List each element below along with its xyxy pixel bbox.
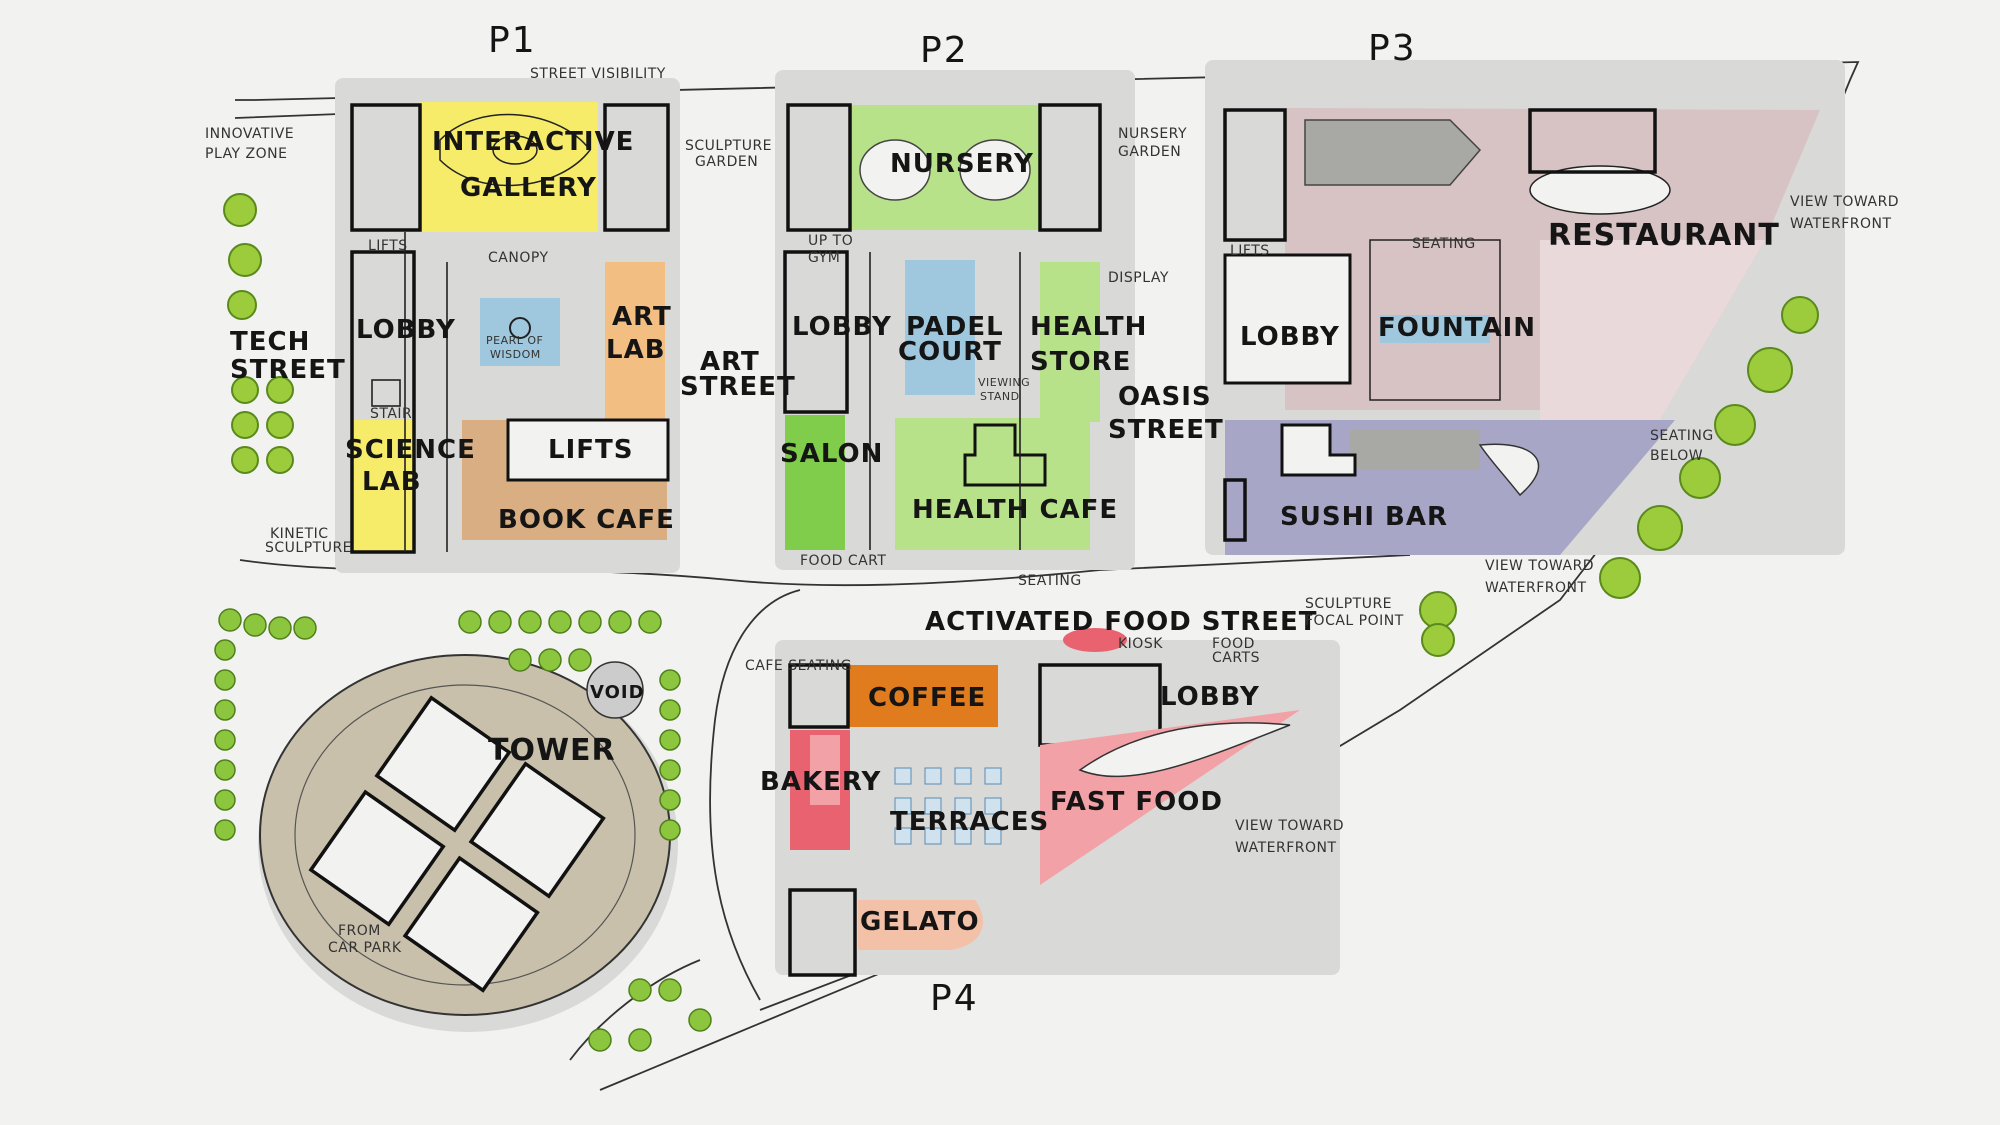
hedges <box>214 608 712 1052</box>
street-visibility-note: STREET VISIBILITY <box>530 66 666 82</box>
view-waterfront-note-3-line-2: WATERFRONT <box>1235 840 1337 856</box>
lifts-note-p1: LIFTS <box>368 238 408 254</box>
lobby-p3-label: LOBBY <box>1240 322 1340 352</box>
gelato-label: GELATO <box>860 907 980 937</box>
sculpture-garden-note-1: SCULPTURE <box>685 138 772 154</box>
stair-note: STAIR <box>370 406 412 422</box>
art-street-label-1: ART <box>700 347 760 377</box>
terrace-grid <box>894 767 1002 845</box>
up-to-gym-note-2: GYM <box>808 250 840 266</box>
innovative-play-zone-note-1: INNOVATIVE <box>205 126 294 142</box>
sculpture-garden-note-2: GARDEN <box>695 154 758 170</box>
tower-plaza <box>259 654 671 1016</box>
tower-label: TOWER <box>488 733 616 768</box>
lifts-label: LIFTS <box>548 435 633 465</box>
cafe-seating-note: CAFE SEATING <box>745 658 852 674</box>
block-p3 <box>1223 108 1820 555</box>
block-p2 <box>783 103 1102 550</box>
kinetic-sculpture-note-1: KINETIC <box>270 526 329 542</box>
tech-street-label-1: TECH <box>230 327 310 357</box>
street-labels: TECH STREET ART STREET OASIS STREET ACTI… <box>230 327 1318 637</box>
lobby-p2-label: LOBBY <box>792 312 892 342</box>
sushi-bar-label: SUSHI BAR <box>1280 502 1448 532</box>
interactive-gallery-label-2: GALLERY <box>460 173 597 203</box>
sculpture-focal-point-note-2: FOCAL POINT <box>1305 613 1404 629</box>
phase-p3-label: P3 <box>1368 28 1417 69</box>
from-car-park-note-2: CAR PARK <box>328 940 402 956</box>
lifts-note-p3: LIFTS <box>1230 243 1270 259</box>
art-lab-label-1: ART <box>612 302 672 332</box>
oasis-street-label-1: OASIS <box>1118 382 1212 412</box>
salon-label: SALON <box>780 439 883 469</box>
phase-p4-label: P4 <box>930 978 979 1019</box>
nursery-label: NURSERY <box>890 149 1034 179</box>
viewing-stand-note-1: VIEWING <box>978 376 1030 389</box>
viewing-stand-note-2: STAND <box>980 390 1020 403</box>
kiosk-note: KIOSK <box>1118 636 1163 652</box>
restaurant-label: RESTAURANT <box>1548 218 1780 253</box>
canopy-note: CANOPY <box>488 250 549 266</box>
fountain-label: FOUNTAIN <box>1378 313 1536 343</box>
block-p1 <box>350 102 670 554</box>
void-label: VOID <box>590 682 645 703</box>
lobby-p4-label: LOBBY <box>1160 682 1260 712</box>
view-waterfront-note-3-line-1: VIEW TOWARD <box>1235 818 1344 834</box>
sculpture-focal-point-note-1: SCULPTURE <box>1305 596 1392 612</box>
trees <box>223 193 1819 657</box>
health-cafe-label: HEALTH CAFE <box>912 495 1118 525</box>
block-p4 <box>788 628 1300 977</box>
coffee-label: COFFEE <box>868 683 986 713</box>
phase-labels: P1 P2 P3 P4 <box>488 20 1417 1019</box>
nursery-garden-note-2: GARDEN <box>1118 144 1181 160</box>
activated-food-street-label: ACTIVATED FOOD STREET <box>925 607 1318 637</box>
kinetic-sculpture-note-2: SCULPTURE <box>265 540 352 556</box>
seating-below-note-2: BELOW <box>1650 448 1703 464</box>
pearl-of-wisdom-label-1: PEARL OF <box>486 334 543 347</box>
phase-p2-label: P2 <box>920 30 969 71</box>
view-waterfront-note-1-line-2: WATERFRONT <box>1790 216 1892 232</box>
space-labels: INTERACTIVE GALLERY NURSERY RESTAURANT L… <box>345 127 1780 937</box>
seating-note-p3: SEATING <box>1412 236 1476 252</box>
bakery-label: BAKERY <box>760 767 881 797</box>
food-cart-note: FOOD CART <box>800 553 886 569</box>
phase-p1-label: P1 <box>488 20 537 61</box>
padel-court-label-1: PADEL <box>906 312 1004 342</box>
nursery-garden-note-1: NURSERY <box>1118 126 1187 142</box>
view-waterfront-note-2-line-1: VIEW TOWARD <box>1485 558 1594 574</box>
view-waterfront-note-2-line-2: WATERFRONT <box>1485 580 1587 596</box>
seating-note-p2: SEATING <box>1018 573 1082 589</box>
fast-food-label: FAST FOOD <box>1050 787 1223 817</box>
oasis-street-label-2: STREET <box>1108 415 1224 445</box>
from-car-park-note-1: FROM <box>338 923 381 939</box>
innovative-play-zone-note-2: PLAY ZONE <box>205 146 287 162</box>
food-carts-note-1: FOOD <box>1212 636 1255 652</box>
padel-court-label-2: COURT <box>898 337 1002 367</box>
health-store-label-2: STORE <box>1030 347 1131 377</box>
art-lab-label-2: LAB <box>606 335 666 365</box>
terraces-label: TERRACES <box>890 807 1049 837</box>
food-carts-note-2: CARTS <box>1212 650 1260 666</box>
health-store-label-1: HEALTH <box>1030 312 1147 342</box>
view-waterfront-note-1-line-1: VIEW TOWARD <box>1790 194 1899 210</box>
seating-below-note-1: SEATING <box>1650 428 1714 444</box>
lobby-p1-label: LOBBY <box>356 315 456 345</box>
up-to-gym-note-1: UP TO <box>808 233 853 249</box>
book-cafe-label: BOOK CAFE <box>498 505 675 535</box>
pearl-of-wisdom-label-2: WISDOM <box>490 348 541 361</box>
science-lab-label-2: LAB <box>362 467 422 497</box>
annotation-notes: STREET VISIBILITY INNOVATIVE PLAY ZONE S… <box>205 66 1899 956</box>
art-street-label-2: STREET <box>680 372 796 402</box>
interactive-gallery-label-1: INTERACTIVE <box>432 127 634 157</box>
tech-street-label-2: STREET <box>230 355 346 385</box>
display-note: DISPLAY <box>1108 270 1169 286</box>
science-lab-label-1: SCIENCE <box>345 435 476 465</box>
